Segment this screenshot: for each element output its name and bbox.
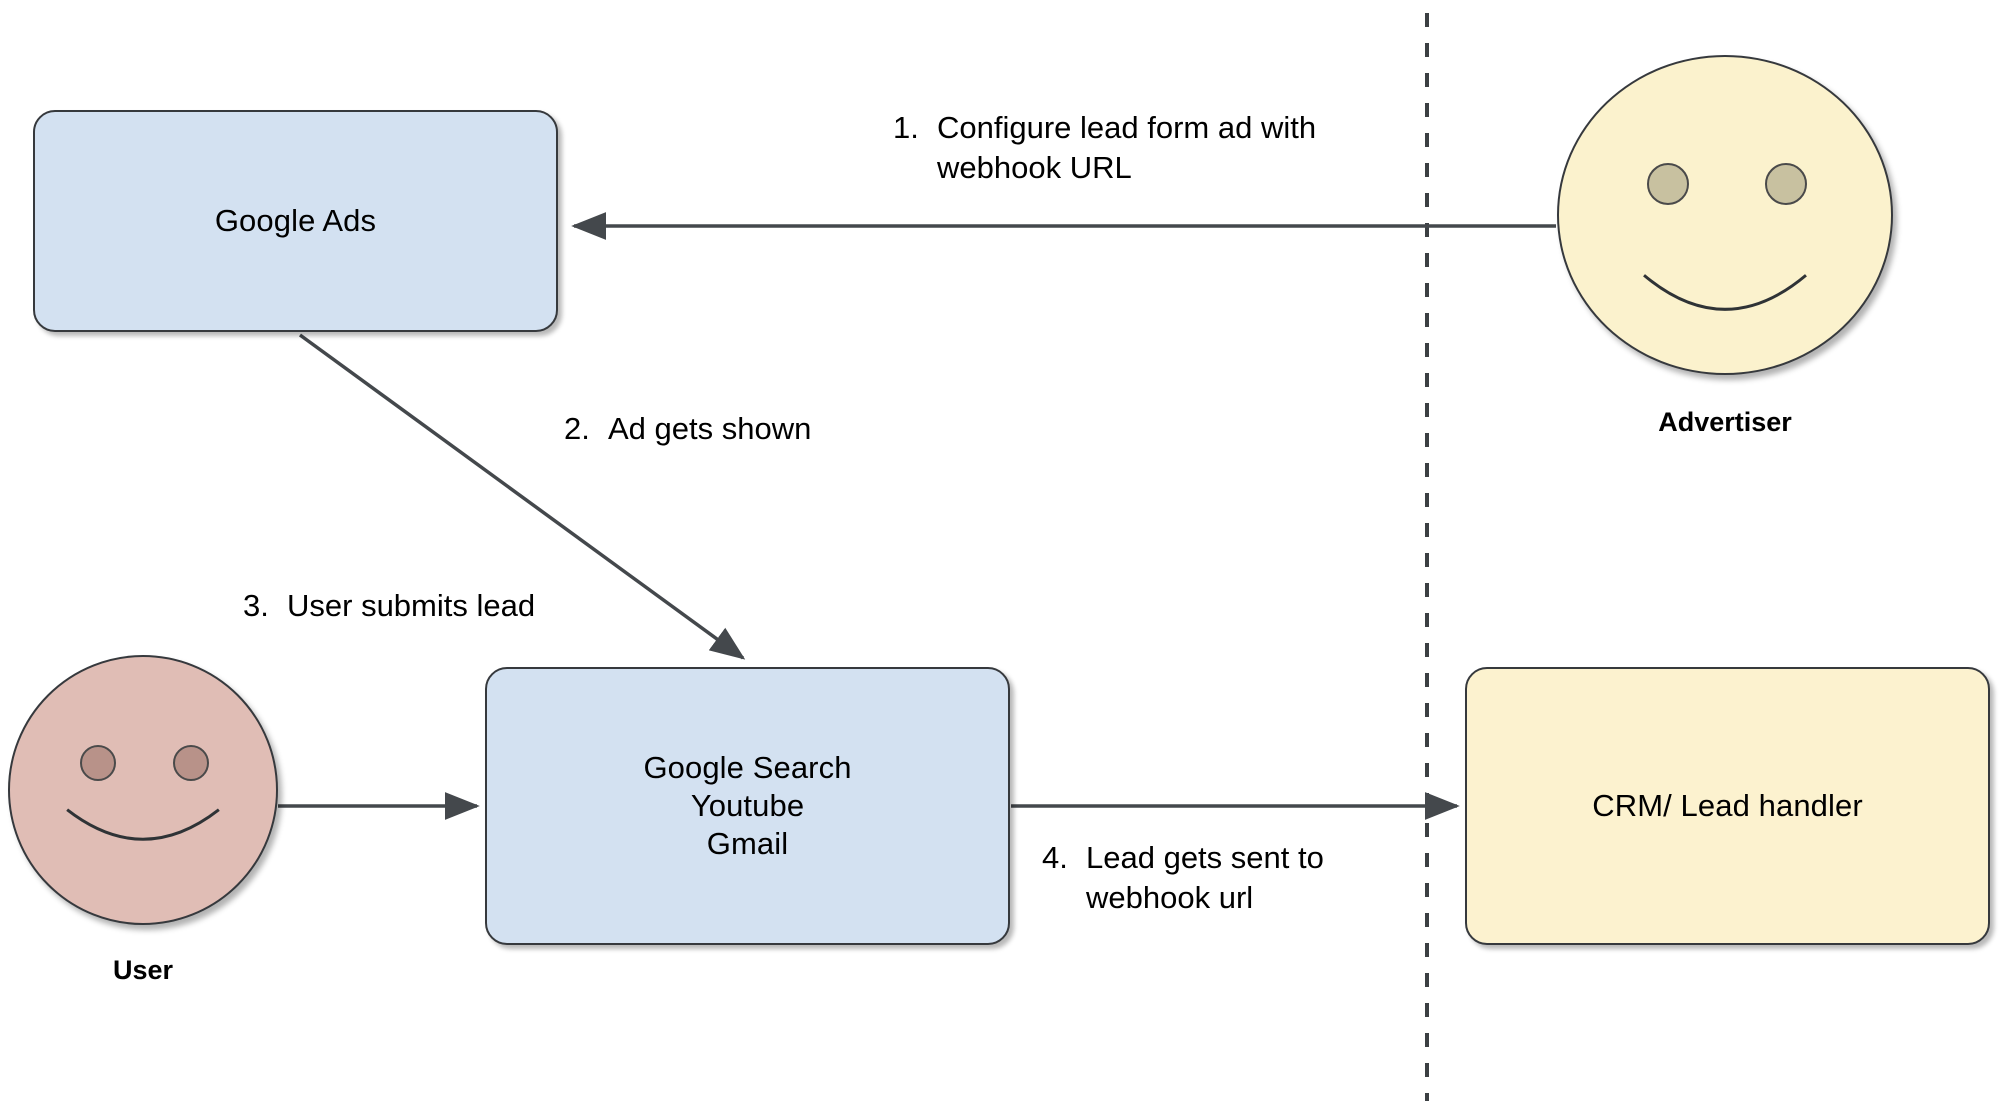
step-4-text: Lead gets sent to webhook url <box>1086 840 1324 915</box>
user-right-eye-icon <box>173 745 209 781</box>
node-google-surfaces-label: Google Search Youtube Gmail <box>643 750 852 861</box>
step-3-text: User submits lead <box>287 588 536 623</box>
actor-user[interactable]: User <box>8 655 278 1005</box>
step-2-text: Ad gets shown <box>608 411 812 446</box>
user-left-eye-icon <box>80 745 116 781</box>
advertiser-left-eye-icon <box>1647 163 1689 205</box>
node-google-ads-label: Google Ads <box>214 203 377 239</box>
step-label-2: 2. Ad gets shown <box>564 409 964 449</box>
step-label-3: 3. User submits lead <box>243 586 643 626</box>
actor-advertiser-label: Advertiser <box>1658 407 1792 437</box>
step-2-number: 2. <box>564 411 590 446</box>
advertiser-right-eye-icon <box>1765 163 1807 205</box>
step-label-4: 4. Lead gets sent to webhook url <box>1042 838 1402 917</box>
node-google-ads[interactable]: Google Ads <box>33 110 558 332</box>
actor-advertiser[interactable]: Advertiser <box>1557 55 1893 455</box>
actor-user-label: User <box>112 955 174 985</box>
user-smile-icon <box>66 808 220 841</box>
step-1-number: 1. <box>893 110 919 145</box>
node-crm-lead-handler[interactable]: CRM/ Lead handler <box>1465 667 1990 945</box>
advertiser-face-icon <box>1557 55 1893 375</box>
step-3-number: 3. <box>243 588 269 623</box>
step-4-number: 4. <box>1042 840 1068 875</box>
user-face-icon <box>8 655 278 925</box>
advertiser-smile-icon <box>1643 274 1807 311</box>
node-crm-lead-handler-label: CRM/ Lead handler <box>1592 788 1863 824</box>
node-google-surfaces[interactable]: Google Search Youtube Gmail <box>485 667 1010 945</box>
step-label-1: 1. Configure lead form ad with webhook U… <box>893 108 1363 187</box>
step-1-text: Configure lead form ad with webhook URL <box>937 110 1317 185</box>
